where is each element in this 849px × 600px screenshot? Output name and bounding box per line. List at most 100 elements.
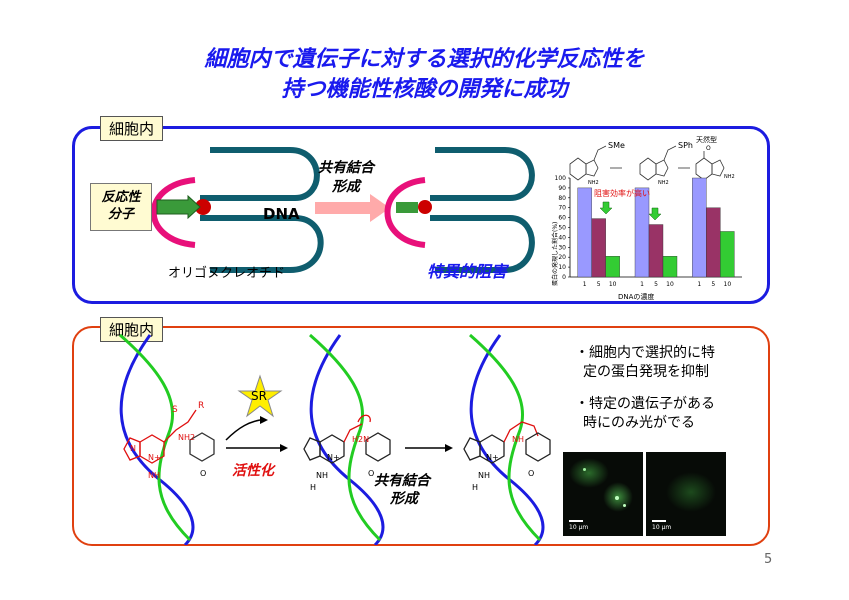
- struct-label-sme: SMe: [608, 141, 625, 150]
- arrow-label-1: 共有結合: [318, 160, 374, 176]
- struct-label-natural: 天然型: [696, 136, 717, 144]
- microscopy-image-right: 10 μm: [646, 452, 726, 536]
- note-1-line-2: 定の蛋白発現を抑制: [583, 364, 709, 380]
- covalent-arrowhead: [445, 444, 453, 452]
- chem-s: S: [172, 405, 178, 415]
- scale-left: 10 μm: [569, 524, 589, 531]
- x-tick-label: 5: [654, 281, 658, 288]
- inhibition-label: 特異的阻害: [427, 262, 508, 281]
- x-tick-label: 5: [711, 281, 715, 288]
- y-tick-label: 10: [558, 264, 566, 271]
- page-number: 5: [764, 552, 773, 567]
- bar: [720, 231, 735, 278]
- struct-label-nh2-3: NH2: [724, 174, 735, 180]
- release-arrowhead: [260, 416, 268, 424]
- chart-xlabel: DNAの濃度: [618, 292, 654, 301]
- scale-right: 10 μm: [652, 524, 672, 531]
- oligo-hairpin-left: [150, 147, 324, 273]
- bottom-panel: [72, 326, 770, 546]
- x-tick-label: 5: [597, 281, 601, 288]
- release-arrow: [225, 419, 261, 441]
- title-line-2: 持つ機能性核酸の開発に成功: [281, 77, 568, 102]
- x-tick-label: 10: [724, 281, 732, 288]
- annotation-arrow-2: [648, 207, 662, 221]
- annotation-arrow-1: [599, 201, 613, 215]
- bar: [634, 187, 650, 278]
- activation-label: 活性化: [232, 463, 274, 479]
- x-tick-label: 1: [697, 281, 701, 288]
- top-panel-tag: 細胞内: [100, 116, 164, 141]
- reaction-arrow: [315, 194, 390, 222]
- chem-r: R: [198, 401, 204, 411]
- covalent-label-1: 共有結合: [374, 473, 430, 489]
- chem-nh-3: NH: [512, 435, 524, 444]
- bar: [648, 224, 664, 278]
- struct-label-sph: SPh: [678, 141, 693, 150]
- bottom-panel-tag: 細胞内: [100, 317, 164, 342]
- y-tick-label: 60: [558, 215, 566, 222]
- chem-o-3: O: [528, 469, 534, 478]
- bottom-diagram: SR S R NH2 N+ NH O N+ H2N NH H O N+ NH N…: [119, 333, 551, 545]
- chem-h-3: H: [472, 483, 478, 492]
- bar: [692, 177, 707, 278]
- x-tick-label: 10: [609, 281, 617, 288]
- y-tick-label: 40: [558, 234, 566, 241]
- molecule-3: [463, 421, 551, 464]
- note-1-line-1: ・細胞内で選択的に特: [575, 345, 715, 361]
- structure-sketches: [569, 145, 725, 181]
- struct-label-nh2-2: NH2: [658, 180, 669, 186]
- sr-star: [237, 374, 283, 418]
- y-tick-label: 0: [562, 274, 566, 281]
- covalent-label-2: 形成: [390, 491, 418, 507]
- inhibition-chart: SMe SPh 天然型 O NH2 NH2 NH2 0 10 20 30 40 50 60 7…: [551, 136, 742, 301]
- struct-label-o: O: [706, 145, 711, 152]
- reactive-molecule-box: 反応性 分子: [90, 183, 152, 231]
- chem-nh-4: NH: [478, 471, 490, 480]
- chem-nplus-2: N+: [327, 453, 340, 462]
- x-tick-label: 1: [583, 281, 587, 288]
- dna-helix-2: [309, 333, 385, 545]
- dna-helix-1: [119, 333, 195, 545]
- chem-o-1: O: [200, 469, 206, 478]
- y-tick-label: 80: [558, 195, 566, 202]
- x-tick-label: 1: [640, 281, 644, 288]
- x-tick-label: 10: [666, 281, 674, 288]
- chart-annotation: 阻害効率が高い: [594, 188, 650, 198]
- note-2: ・特定の遺伝子がある 時にのみ光がでる: [575, 395, 715, 433]
- chart-bars: [577, 177, 735, 278]
- y-tick-label: 100: [555, 175, 567, 182]
- sr-label: SR: [251, 389, 267, 403]
- note-1: ・細胞内で選択的に特 定の蛋白発現を抑制: [575, 344, 715, 382]
- y-tick-label: 90: [558, 185, 566, 192]
- chem-nh2-1: NH2: [178, 433, 195, 442]
- dna-label: DNA: [263, 205, 300, 223]
- bar: [706, 207, 721, 278]
- molecule-1: [123, 409, 215, 464]
- y-tick-label: 30: [558, 244, 566, 251]
- chem-o-2: O: [368, 469, 374, 478]
- molecule-2: [303, 414, 391, 464]
- oligo-label: オリゴヌクレオチド: [168, 266, 286, 281]
- microscopy-image-left: 10 μm: [563, 452, 643, 536]
- top-panel: [72, 126, 770, 304]
- chem-nh-2: NH: [316, 471, 328, 480]
- note-2-line-1: ・特定の遺伝子がある: [575, 396, 715, 412]
- y-tick-label: 50: [558, 225, 566, 232]
- chem-nplus-1: N+: [148, 453, 161, 462]
- struct-label-nh2-1: NH2: [588, 180, 599, 186]
- bar: [577, 187, 592, 278]
- reactive-molecule-label: 反応性 分子: [101, 190, 141, 222]
- top-diagram: [150, 147, 535, 273]
- chem-h-2: H: [310, 483, 316, 492]
- bar: [591, 218, 606, 278]
- bar: [662, 256, 678, 278]
- note-2-line-2: 時にのみ光がでる: [583, 415, 695, 431]
- y-tick-label: 20: [558, 254, 566, 261]
- chart-ylabel: 蛋白の発現した割合(%): [551, 222, 559, 286]
- y-tick-label: 70: [558, 205, 566, 212]
- dna-helix-3: [469, 333, 545, 545]
- chem-nh-1: NH: [148, 471, 160, 480]
- chem-n-1: N: [130, 444, 136, 453]
- arrow-label-2: 形成: [332, 179, 360, 195]
